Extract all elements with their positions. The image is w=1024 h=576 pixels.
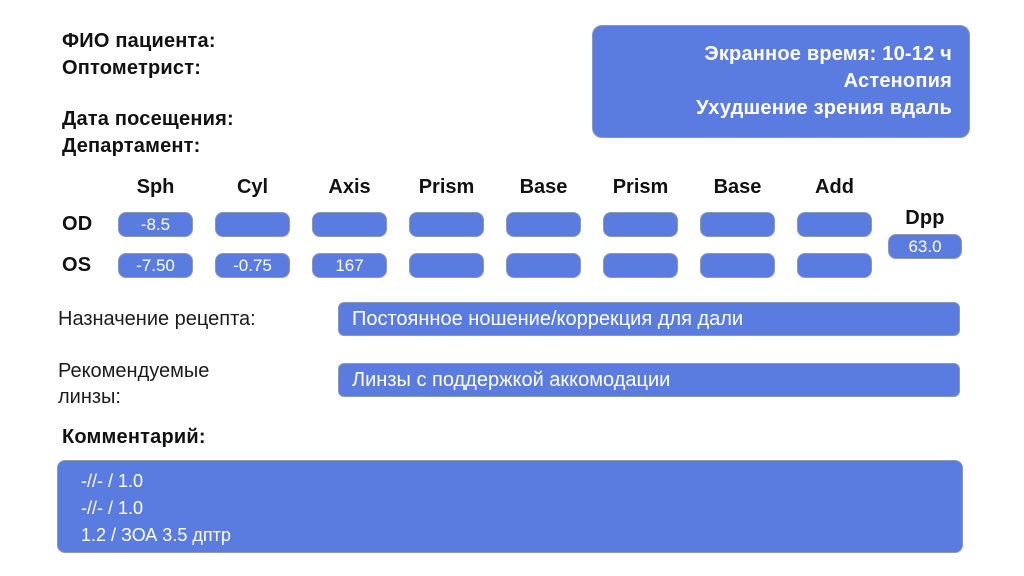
comment-field[interactable]: -//- / 1.0 -//- / 1.0 1.2 / ЗОА 3.5 дптр <box>57 460 963 553</box>
purpose-label: Назначение рецепта: <box>58 308 256 330</box>
od-cyl-field[interactable] <box>215 212 290 237</box>
od-prism2-field[interactable] <box>603 212 678 237</box>
column-header-prism2: Prism <box>612 176 669 198</box>
anamnesis-distance-vision: Ухудшение зрения вдаль <box>696 97 952 119</box>
column-header-sph: Sph <box>136 176 175 198</box>
visit-date-label: Дата посещения: <box>62 108 234 130</box>
os-add-field[interactable] <box>797 253 872 278</box>
column-header-add: Add <box>815 176 854 198</box>
os-sph-field[interactable]: -7.50 <box>118 253 193 278</box>
comment-line: 1.2 / ЗОА 3.5 дптр <box>81 525 231 545</box>
os-cyl-field[interactable]: -0.75 <box>215 253 290 278</box>
comment-line: -//- / 1.0 <box>81 471 144 491</box>
lenses-field[interactable]: Линзы с поддержкой аккомодации <box>338 363 960 397</box>
comment-line: -//- / 1.0 <box>81 498 144 518</box>
anamnesis-screen-time: Экранное время: 10-12 ч <box>704 43 952 65</box>
os-base1-field[interactable] <box>506 253 581 278</box>
dpp-field[interactable]: 63.0 <box>888 234 962 259</box>
column-header-cyl: Cyl <box>236 176 269 198</box>
comment-label: Комментарий: <box>62 426 206 448</box>
os-axis-field[interactable]: 167 <box>312 253 387 278</box>
column-header-base1: Base <box>519 176 568 198</box>
column-header-prism1: Prism <box>418 176 475 198</box>
od-sph-field[interactable]: -8.5 <box>118 212 193 237</box>
anamnesis-asthenopia: Астенопия <box>843 70 952 92</box>
od-prism1-field[interactable] <box>409 212 484 237</box>
od-axis-field[interactable] <box>312 212 387 237</box>
od-add-field[interactable] <box>797 212 872 237</box>
column-header-base2: Base <box>713 176 762 198</box>
purpose-field[interactable]: Постоянное ношение/коррекция для дали <box>338 302 960 336</box>
od-base2-field[interactable] <box>700 212 775 237</box>
dpp-label: Dpp <box>905 207 945 229</box>
od-base1-field[interactable] <box>506 212 581 237</box>
od-row-label: OD <box>62 213 93 235</box>
os-row-label: OS <box>62 254 92 276</box>
os-prism1-field[interactable] <box>409 253 484 278</box>
lenses-label: Рекомендуемые линзы: <box>58 360 210 408</box>
column-header-axis: Axis <box>328 176 371 198</box>
os-base2-field[interactable] <box>700 253 775 278</box>
anamnesis-box: Экранное время: 10-12 ч Астенопия Ухудше… <box>592 25 970 138</box>
patient-name-label: ФИО пациента: <box>62 30 216 52</box>
department-label: Департамент: <box>62 135 201 157</box>
os-prism2-field[interactable] <box>603 253 678 278</box>
optometrist-label: Оптометрист: <box>62 57 202 79</box>
